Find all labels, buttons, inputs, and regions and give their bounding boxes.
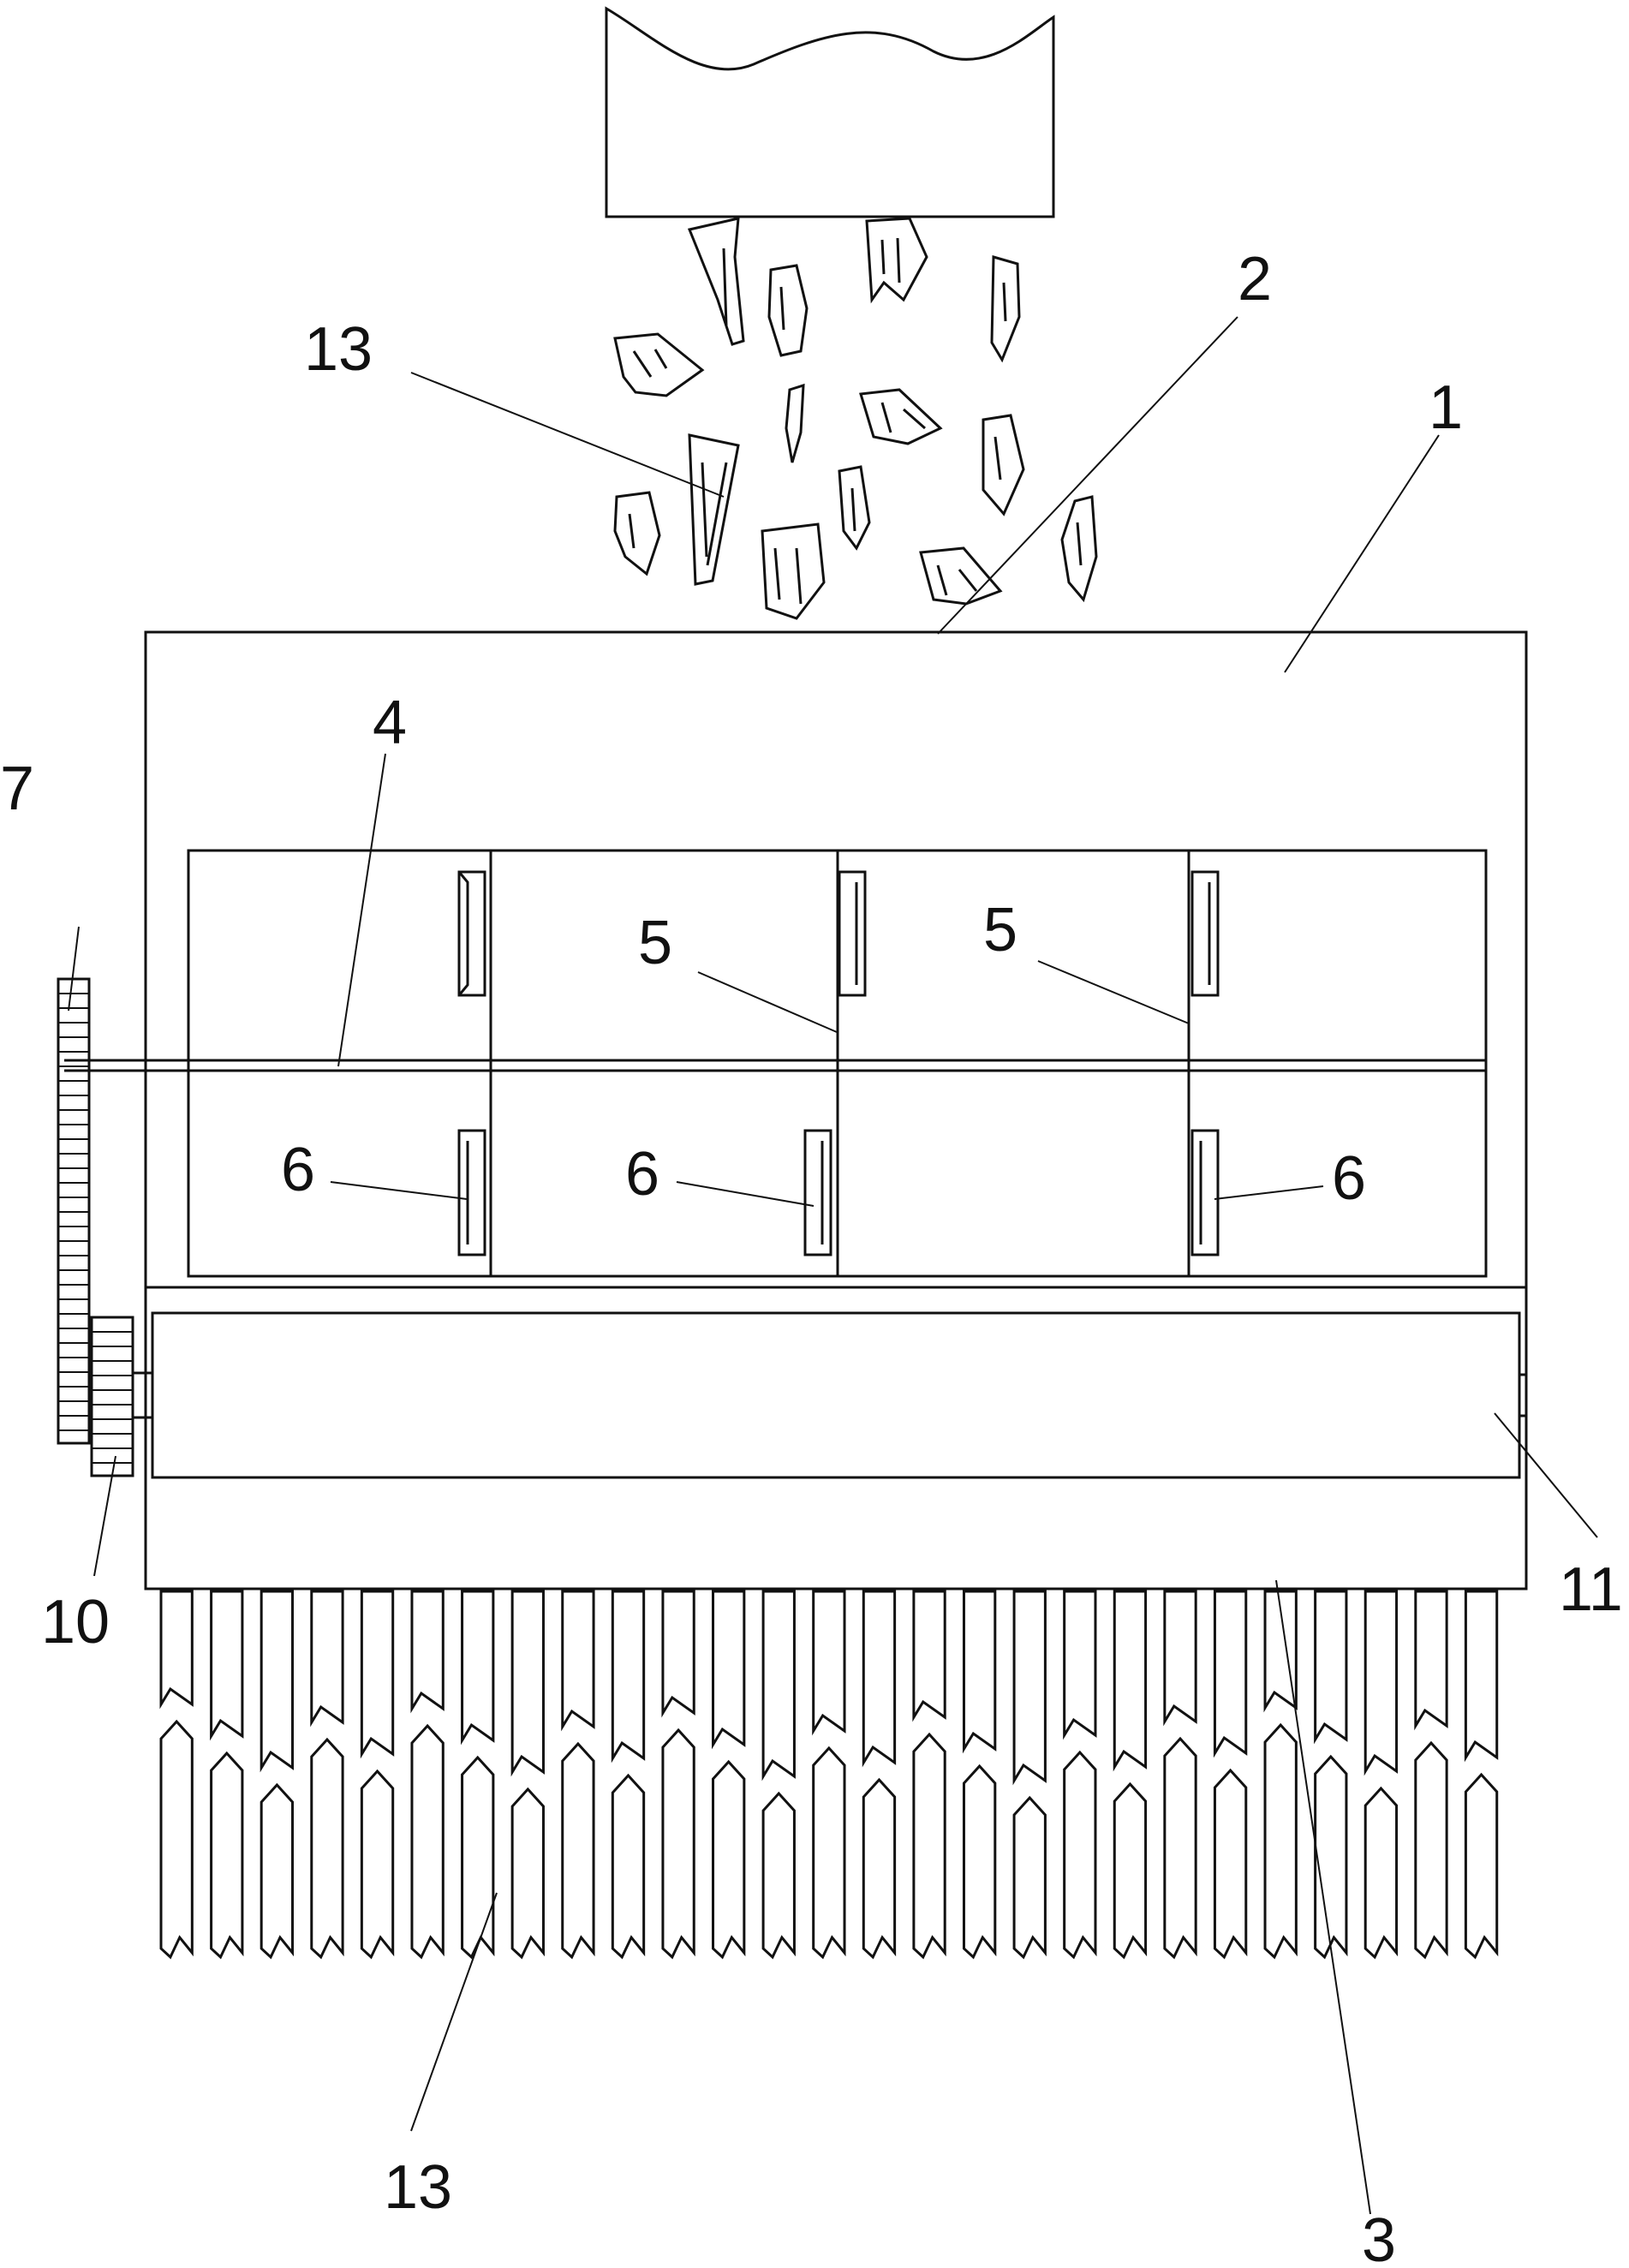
strip-lower	[1113, 1782, 1148, 1960]
strip-upper	[962, 1590, 997, 1754]
strip-upper	[1464, 1590, 1499, 1763]
feed-hopper	[605, 6, 1055, 218]
strip-lower	[712, 1759, 746, 1960]
strip-upper	[1213, 1590, 1248, 1758]
label-blade-6b: 6	[625, 1140, 659, 1209]
strip-lower	[561, 1741, 595, 1960]
strip-upper	[310, 1590, 344, 1728]
strip-lower	[1213, 1768, 1248, 1960]
strip-lower	[210, 1751, 244, 1960]
label-housing: 1	[1429, 373, 1463, 442]
strip-lower	[159, 1719, 194, 1960]
large-gear	[57, 977, 91, 1445]
strip-lower	[812, 1746, 846, 1960]
strip-upper	[1063, 1590, 1097, 1740]
strip-lower	[761, 1791, 796, 1960]
strip-upper	[461, 1590, 495, 1746]
strip-upper	[761, 1590, 796, 1782]
strip-lower	[1363, 1786, 1399, 1960]
strip-upper	[1012, 1590, 1047, 1786]
strip-upper	[360, 1590, 395, 1759]
label-material-bottom: 13	[384, 2153, 452, 2222]
label-shaft: 4	[373, 689, 407, 757]
strip-upper	[410, 1590, 445, 1714]
blades	[457, 870, 1220, 1256]
label-inlet: 2	[1238, 245, 1272, 313]
strip-upper	[712, 1590, 746, 1750]
shredded-strips	[159, 1590, 1499, 1960]
main-shaft	[64, 1059, 1486, 1072]
strip-upper	[159, 1590, 194, 1710]
strip-lower	[962, 1764, 997, 1960]
lower-roller	[146, 1286, 1528, 1479]
label-roller-5a: 5	[638, 909, 672, 977]
strip-lower	[1464, 1772, 1499, 1960]
label-large-gear: 7	[0, 755, 34, 823]
strip-lower	[1012, 1795, 1047, 1960]
labels: 1 2 3 4 5 5 6 6 6 7 10 11 13 13	[0, 245, 1623, 2268]
strip-lower	[912, 1732, 946, 1960]
strip-lower	[661, 1728, 695, 1960]
label-material-top: 13	[304, 315, 373, 384]
strip-lower	[310, 1737, 344, 1960]
strip-lower	[510, 1787, 545, 1960]
strip-lower	[461, 1755, 495, 1960]
strip-lower	[410, 1723, 445, 1960]
strip-upper	[260, 1590, 295, 1773]
strip-upper	[561, 1590, 595, 1732]
strip-upper	[1363, 1590, 1399, 1776]
strip-lower	[862, 1777, 897, 1960]
leader-lines	[68, 316, 1598, 2215]
label-roller-5b: 5	[983, 896, 1017, 964]
strip-upper	[812, 1590, 846, 1736]
small-gear	[90, 1316, 152, 1477]
strip-lower	[1414, 1740, 1448, 1960]
strip-upper	[1163, 1590, 1197, 1727]
label-blade-6c: 6	[1332, 1144, 1366, 1213]
label-blade-6a: 6	[281, 1136, 315, 1204]
falling-material	[613, 217, 1098, 620]
strip-lower	[611, 1773, 646, 1960]
housing	[144, 630, 1528, 1591]
strip-upper	[661, 1590, 695, 1718]
strip-upper	[912, 1590, 946, 1722]
strip-upper	[862, 1590, 897, 1768]
strip-lower	[1163, 1736, 1197, 1960]
strip-lower	[1263, 1722, 1298, 1960]
strip-upper	[611, 1590, 646, 1764]
label-small-gear: 10	[41, 1588, 110, 1656]
strip-lower	[260, 1782, 295, 1960]
label-outlet: 3	[1362, 2206, 1396, 2268]
strip-lower	[1314, 1754, 1348, 1960]
strip-upper	[510, 1590, 545, 1777]
strip-upper	[1314, 1590, 1348, 1745]
strip-lower	[1063, 1750, 1097, 1960]
crushing-chamber	[187, 849, 1488, 1278]
strip-upper	[210, 1590, 244, 1741]
strip-upper	[1414, 1590, 1448, 1731]
strip-upper	[1263, 1590, 1298, 1713]
strip-upper	[1113, 1590, 1148, 1772]
label-lower-roller: 11	[1559, 1555, 1623, 1624]
strip-lower	[360, 1769, 395, 1960]
